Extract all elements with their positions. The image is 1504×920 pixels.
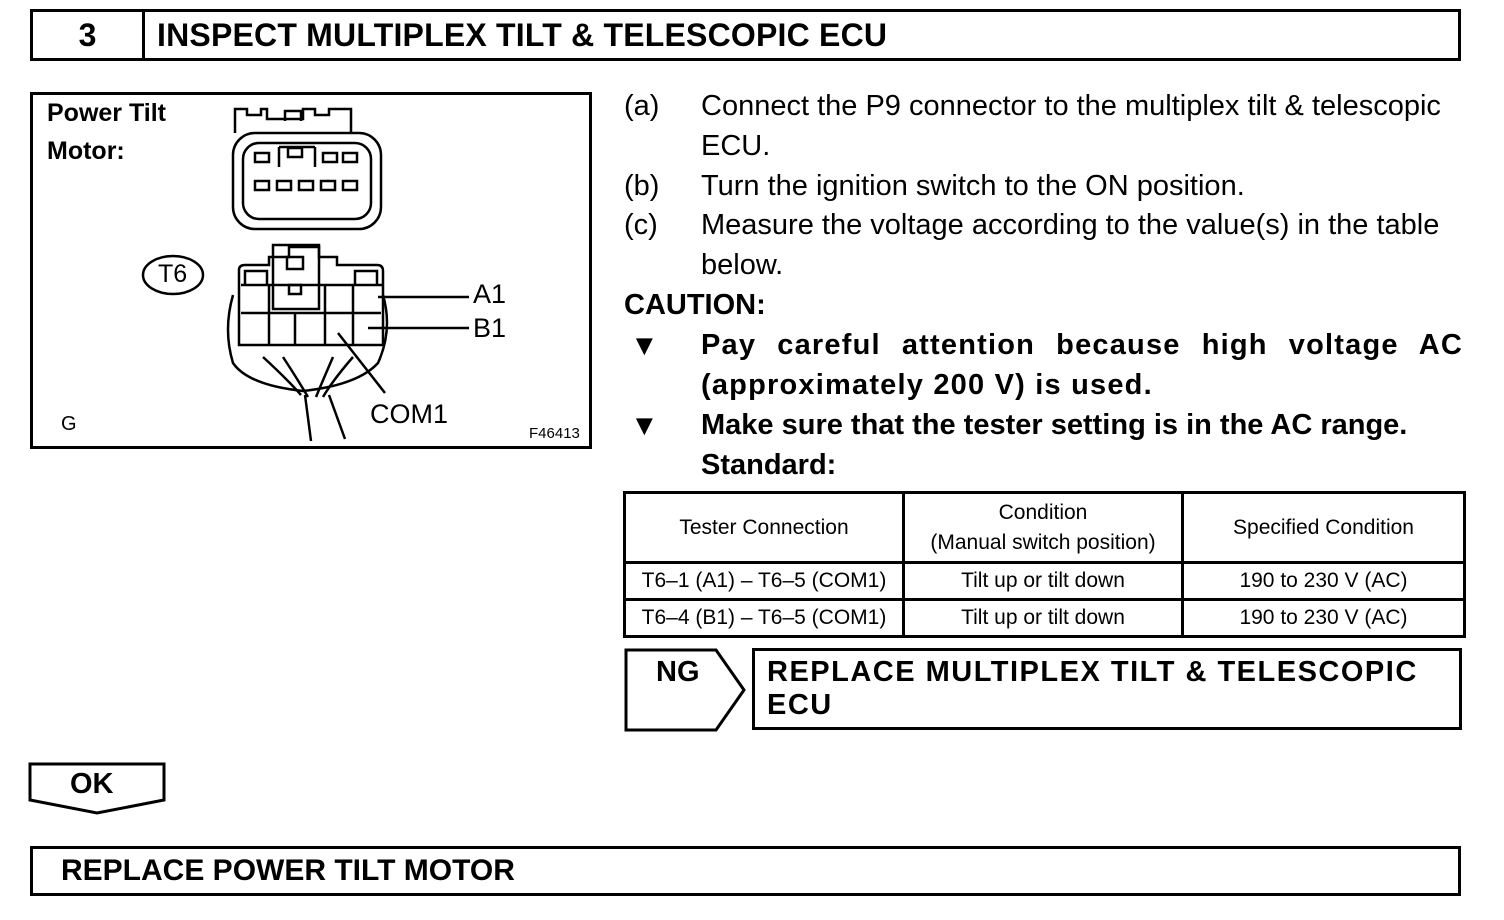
ok-arrow-shape — [28, 762, 166, 815]
connector-figure: Power Tilt Motor: — [30, 92, 592, 449]
table-cell: Tilt up or tilt down — [902, 598, 1184, 638]
caution-bullet-icon: ▼ — [630, 330, 659, 362]
instruction-text: Measure the voltage according to the val… — [701, 209, 1440, 281]
table-header-line: Condition — [998, 500, 1088, 524]
connector-code: T6 — [158, 260, 188, 288]
ng-action-line: ECU — [767, 689, 833, 721]
instruction-text: Turn the ignition switch to the ON posit… — [701, 170, 1245, 202]
figure-code: F46413 — [529, 425, 580, 442]
table-row: T6–1 (A1) – T6–5 (COM1) Tilt up or tilt … — [623, 561, 1466, 601]
instruction-label: (c) — [624, 209, 658, 241]
ng-arrow-shape — [624, 648, 746, 732]
step-title: INSPECT MULTIPLEX TILT & TELESCOPIC ECU — [157, 16, 888, 53]
table-cell: 190 to 230 V (AC) — [1181, 598, 1466, 638]
caution-text: Make sure that the tester setting is in … — [701, 409, 1408, 441]
instruction-label: (b) — [624, 170, 660, 202]
table-row: T6–4 (B1) – T6–5 (COM1) Tilt up or tilt … — [623, 598, 1466, 638]
pin-a1-label: A1 — [473, 279, 507, 309]
table-header-line: (Manual switch position) — [930, 530, 1156, 554]
instruction-text: Connect the P9 connector to the multiple… — [701, 90, 1441, 162]
table-cell: T6–1 (A1) – T6–5 (COM1) — [623, 561, 905, 601]
ng-action-line: REPLACE MULTIPLEX TILT & TELESCOPIC — [767, 656, 1418, 688]
table-header: Condition (Manual switch position) — [902, 491, 1184, 564]
ng-label: NG — [656, 656, 700, 688]
component-label-line2: Motor: — [47, 137, 125, 165]
table-header-row: Tester Connection Condition (Manual swit… — [623, 491, 1466, 564]
ok-label: OK — [70, 768, 114, 800]
final-action-text: REPLACE POWER TILT MOTOR — [61, 854, 515, 887]
table-cell: Tilt up or tilt down — [902, 561, 1184, 601]
pin-com1-label: COM1 — [370, 399, 449, 429]
caution-text: Pay careful attention because high volta… — [701, 329, 1463, 401]
ng-action-box: REPLACE MULTIPLEX TILT & TELESCOPIC ECU — [752, 648, 1462, 730]
corner-mark: G — [61, 413, 77, 435]
ng-action-text: REPLACE MULTIPLEX TILT & TELESCOPIC ECU — [767, 656, 1451, 722]
table-cell: T6–4 (B1) – T6–5 (COM1) — [623, 598, 905, 638]
connector-drawing — [141, 107, 469, 442]
table-header: Specified Condition — [1181, 491, 1466, 564]
spec-table: Tester Connection Condition (Manual swit… — [623, 491, 1466, 638]
table-cell: 190 to 230 V (AC) — [1181, 561, 1466, 601]
component-label-line1: Power Tilt — [47, 99, 167, 127]
caution-heading: CAUTION: — [624, 289, 766, 321]
standard-label: Standard: — [701, 449, 837, 481]
final-action-box: REPLACE POWER TILT MOTOR — [30, 846, 1461, 896]
caution-bullet-icon: ▼ — [630, 410, 659, 442]
step-number: 3 — [33, 12, 145, 58]
table-header: Tester Connection — [623, 491, 905, 564]
pin-b1-label: B1 — [473, 313, 507, 343]
step-header: 3 INSPECT MULTIPLEX TILT & TELESCOPIC EC… — [30, 9, 1461, 61]
instruction-label: (a) — [624, 90, 660, 122]
